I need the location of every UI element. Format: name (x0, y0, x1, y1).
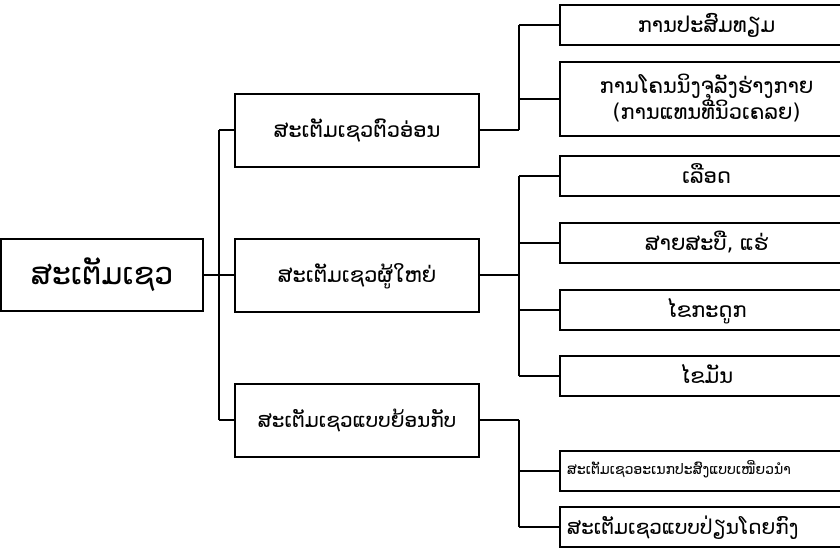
leaf-node-induced-pluripotent: ສະເຕັມເຊວອະເນກປະສົງແບບເໜີ່ຍວນຳ (559, 450, 840, 492)
leaf-node-label: ສະເຕັມເຊວແບບປ່ຽນໂດຍກົງ (567, 514, 799, 539)
leaf-node-blood: ເລືອດ (559, 155, 840, 197)
leaf-node-label: ໄຂມັນ (679, 363, 734, 388)
branch-node-reprogrammed: ສະເຕັມເຊວແບບຍ້ອນກັບ (234, 383, 480, 458)
root-node: ສະເຕັມເຊວ (0, 238, 204, 312)
branch-node-embryonic: ສະເຕັມເຊວຕົວອ່ອນ (234, 93, 480, 168)
leaf-node-somatic-cloning: ການໂຄນນິງຈຸລັງຮ່າງກາຍ (ການແທນທີ່ນິວເຄລຍ) (559, 61, 840, 137)
branch-node-label: ສະເຕັມເຊວແບບຍ້ອນກັບ (257, 408, 457, 432)
leaf-node-label: ເລືອດ (682, 163, 731, 188)
leaf-node-label-line-2: (ການແທນທີ່ນິວເຄລຍ) (612, 100, 801, 124)
leaf-node-direct-conversion: ສະເຕັມເຊວແບບປ່ຽນໂດຍກົງ (559, 506, 840, 548)
branch-node-label: ສະເຕັມເຊວຕົວອ່ອນ (273, 118, 441, 143)
leaf-node-label: ໄຂກະດູກ (666, 297, 747, 322)
leaf-node-artificial-fertilization: ການປະສົມທຽມ (559, 4, 840, 46)
leaf-node-fat: ໄຂມັນ (559, 355, 840, 397)
leaf-node-label: ສະເຕັມເຊວອະເນກປະສົງແບບເໜີ່ຍວນຳ (567, 462, 791, 479)
leaf-node-bone-marrow: ໄຂກະດູກ (559, 289, 840, 331)
leaf-node-label-line-1: ການໂຄນນິງຈຸລັງຮ່າງກາຍ (599, 73, 814, 98)
branch-node-label: ສະເຕັມເຊວຜູ້ໃຫຍ່ (277, 263, 437, 288)
branch-node-adult: ສະເຕັມເຊວຜູ້ໃຫຍ່ (234, 238, 480, 313)
leaf-node-label: ສາຍສະບື, ແຮ່ (644, 230, 769, 255)
root-node-label: ສະເຕັມເຊວ (30, 257, 174, 293)
leaf-node-label: ການປະສົມທຽມ (637, 12, 776, 37)
leaf-node-umbilical-cord-placenta: ສາຍສະບື, ແຮ່ (559, 222, 840, 264)
